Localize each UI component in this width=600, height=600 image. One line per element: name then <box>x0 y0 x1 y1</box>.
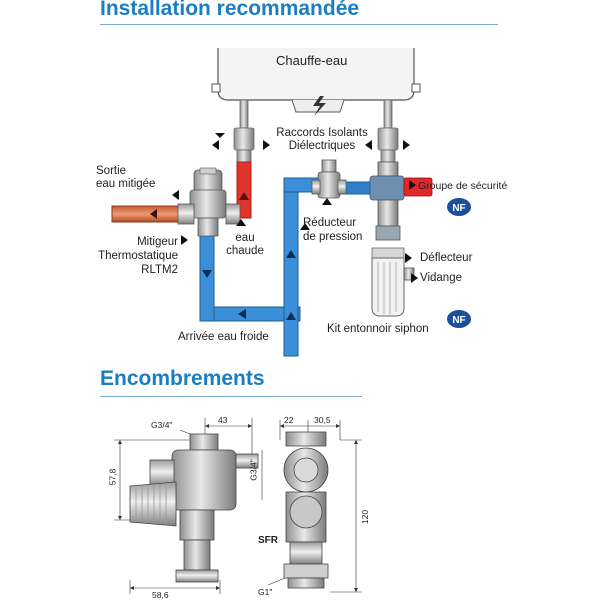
title-rule-top <box>100 24 498 25</box>
label-reducteur-2: de pression <box>303 231 363 243</box>
dim-g34-side: G3/4" <box>248 459 259 481</box>
installation-title: Installation recommandée <box>100 0 360 20</box>
label-raccords-1: Raccords Isolants <box>276 127 368 139</box>
encombrements-title: Encombrements <box>100 367 265 390</box>
label-eau-chaude-1: eau <box>235 232 255 244</box>
label-sfr: SFR <box>258 535 278 546</box>
siphon-funnel <box>371 247 415 317</box>
label-raccords-2: Diélectriques <box>288 140 356 152</box>
dim-43: 43 <box>218 415 228 425</box>
pressure-reducer <box>311 159 347 199</box>
dim-58-6: 58,6 <box>152 590 169 600</box>
dim-g34-top: G3/4" <box>151 420 173 430</box>
label-deflecteur: Déflecteur <box>420 252 473 264</box>
label-eau-chaude-2: chaude <box>226 245 264 257</box>
water-heater <box>211 48 421 116</box>
lightning-icon <box>313 96 326 116</box>
label-kit-entonnoir: Kit entonnoir siphon <box>327 323 429 335</box>
dim-120: 120 <box>360 509 371 525</box>
label-sortie-1: Sortie <box>96 165 127 177</box>
label-mitigeur-1: Mitigeur <box>137 236 178 248</box>
mixer-side-view <box>129 433 259 583</box>
nf-mark-siphon: NF <box>447 310 471 328</box>
nf-text-1: NF <box>452 203 465 214</box>
label-mitigeur-2: Thermostatique <box>98 250 178 262</box>
dielectric-fitting-right <box>377 99 399 163</box>
dielectric-fitting-left <box>233 99 255 163</box>
label-arrivee-eau-froide: Arrivée eau froide <box>178 331 269 343</box>
label-reducteur-1: Réducteur <box>303 217 357 229</box>
dim-57-8: 57,8 <box>107 468 118 486</box>
nf-mark-safety-group: NF <box>447 198 471 216</box>
mixed-water-pipe <box>111 205 183 223</box>
nf-text-2: NF <box>452 315 465 326</box>
dim-22: 22 <box>284 415 294 425</box>
dim-g1: G1" <box>258 587 273 597</box>
safety-group-side-view <box>283 431 329 589</box>
label-groupe-securite: Groupe de sécurité <box>418 180 508 192</box>
label-sortie-2: eau mitigée <box>96 178 156 190</box>
label-vidange: Vidange <box>420 272 462 284</box>
title-rule-bottom <box>100 396 362 397</box>
label-chauffe-eau: Chauffe-eau <box>276 53 348 68</box>
label-mitigeur-3: RLTM2 <box>141 264 178 276</box>
hot-water-pipe <box>236 161 252 219</box>
thermostatic-mixer <box>177 167 241 237</box>
dim-30-5: 30,5 <box>314 415 331 425</box>
